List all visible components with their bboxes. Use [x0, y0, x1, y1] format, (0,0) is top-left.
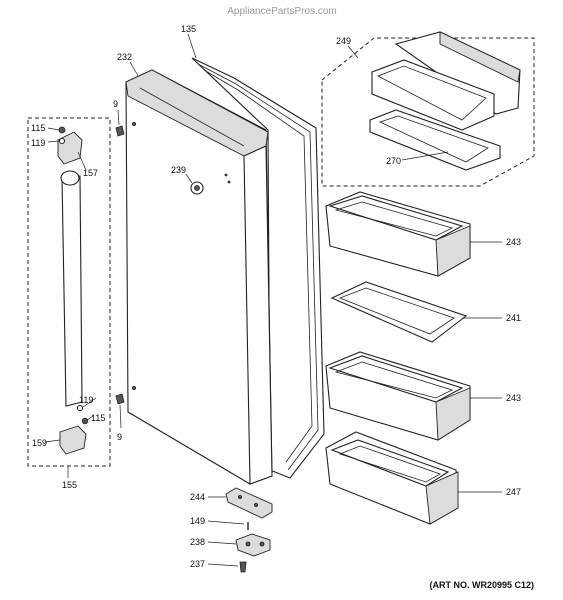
bin-tray — [371, 59, 495, 131]
door-bin-upper: 243 — [325, 191, 521, 277]
label-115-top: 115 — [31, 123, 45, 133]
bin-assembly-boundary — [321, 37, 535, 187]
shelf-cover: 241 — [330, 281, 521, 343]
handle-tube-top — [60, 170, 80, 186]
door-assembly: 135 232 239 — [117, 24, 325, 485]
label-9-top: 9 — [113, 99, 118, 109]
handle-tube — [61, 175, 83, 407]
label-155: 155 — [62, 480, 77, 490]
label-237: 237 — [190, 559, 205, 569]
label-135: 135 — [181, 24, 196, 34]
handle-group: 115 119 157 119 115 159 155 — [27, 117, 111, 490]
screw-115-bottom — [81, 417, 89, 425]
washer-119-bottom — [76, 404, 84, 412]
cam — [235, 533, 271, 557]
label-241: 241 — [506, 313, 521, 323]
label-232: 232 — [117, 52, 132, 62]
bin-assembly-group: 249 270 — [321, 31, 535, 187]
door-screws: 9 9 — [113, 99, 125, 442]
label-119-bottom: 119 — [79, 395, 93, 405]
handle-cap-top — [57, 131, 83, 165]
screw-115-top — [58, 126, 66, 134]
door-side-edge — [243, 145, 273, 485]
hinge — [225, 487, 273, 519]
label-243-upper: 243 — [506, 237, 521, 247]
label-115-bottom: 115 — [91, 413, 105, 423]
washer-119-top — [58, 137, 66, 145]
label-249: 249 — [336, 36, 351, 46]
label-244: 244 — [190, 492, 205, 502]
label-238: 238 — [190, 537, 205, 547]
door-bin-lower: 243 — [325, 351, 521, 441]
label-247: 247 — [506, 487, 521, 497]
handle-cap-bottom — [59, 425, 87, 455]
handle-group-boundary — [27, 117, 111, 467]
label-157: 157 — [83, 168, 98, 178]
door-bin-bottom: 247 — [325, 431, 521, 525]
label-239: 239 — [171, 165, 186, 175]
label-270: 270 — [386, 156, 401, 166]
screw-9-top — [115, 125, 125, 137]
label-9-bottom: 9 — [117, 432, 122, 442]
label-149: 149 — [190, 516, 205, 526]
label-159: 159 — [32, 438, 47, 448]
screw-9-bottom — [115, 393, 125, 405]
watermark: AppliancePartsPros.com — [227, 6, 337, 17]
bin-support — [369, 109, 501, 171]
hinge-parts: 244 149 238 237 — [190, 487, 273, 573]
door-gasket — [191, 57, 325, 479]
cam-screw — [239, 561, 247, 573]
art-number: (ART NO. WR20995 C12) — [429, 580, 534, 590]
label-243-lower: 243 — [506, 393, 521, 403]
label-119-top: 119 — [31, 138, 45, 148]
